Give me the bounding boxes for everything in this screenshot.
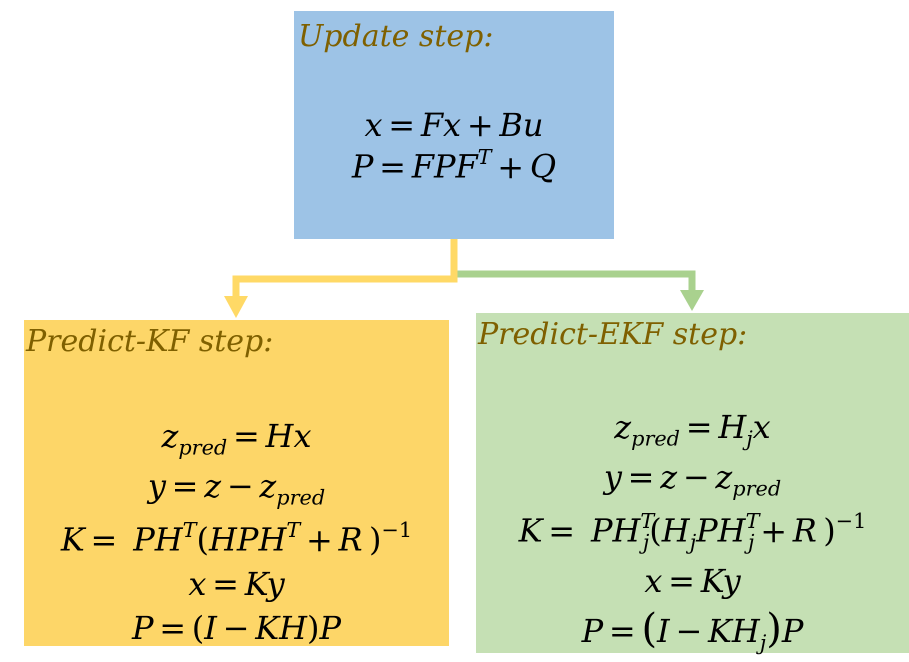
kf-eq-residual: y=z−zpred bbox=[147, 467, 326, 510]
update-equations: x=Fx+Bu P=FPFT+Q bbox=[294, 109, 614, 183]
predict-ekf-step-box: Predict-EKF step: zpred=Hjx y=z−zpred K=… bbox=[476, 313, 909, 653]
arrow-to-kf-head bbox=[224, 296, 248, 318]
ekf-eq-state: x=Ky bbox=[644, 561, 741, 600]
ekf-eq-residual: y=z−zpred bbox=[603, 458, 782, 501]
arrow-to-ekf bbox=[454, 270, 696, 292]
ekf-eq-covariance: P=(I−KHj)P bbox=[581, 605, 804, 654]
update-eq-covariance: P=FPFT+Q bbox=[351, 145, 557, 186]
kf-eq-state: x=Ky bbox=[188, 564, 285, 603]
kf-eq-gain: K= PHT(HPHT+R )−1 bbox=[60, 518, 413, 559]
predict-kf-step-box: Predict-KF step: zpred=Hx y=z−zpred K= P… bbox=[24, 320, 449, 646]
ekf-eq-zpred: zpred=Hjx bbox=[614, 408, 771, 451]
predict-kf-step-title: Predict-KF step: bbox=[26, 324, 274, 359]
arrow-to-ekf-head bbox=[680, 290, 704, 311]
ekf-eq-gain: K= PHTj(HjPHTj+R )−1 bbox=[518, 509, 867, 554]
update-step-box: Update step: x=Fx+Bu P=FPFT+Q bbox=[294, 11, 614, 239]
predict-ekf-step-title: Predict-EKF step: bbox=[478, 317, 748, 352]
ekf-equations: zpred=Hjx y=z−zpred K= PHTj(HjPHTj+R )−1… bbox=[476, 411, 909, 653]
arrow-to-kf bbox=[232, 239, 458, 298]
update-eq-state: x=Fx+Bu bbox=[364, 106, 544, 144]
update-step-title: Update step: bbox=[298, 19, 494, 54]
kf-eq-covariance: P=(I−KH)P bbox=[131, 608, 342, 647]
kf-eq-zpred: zpred=Hx bbox=[161, 417, 312, 460]
kf-equations: zpred=Hx y=z−zpred K= PHT(HPHT+R )−1 x=K… bbox=[24, 420, 449, 644]
